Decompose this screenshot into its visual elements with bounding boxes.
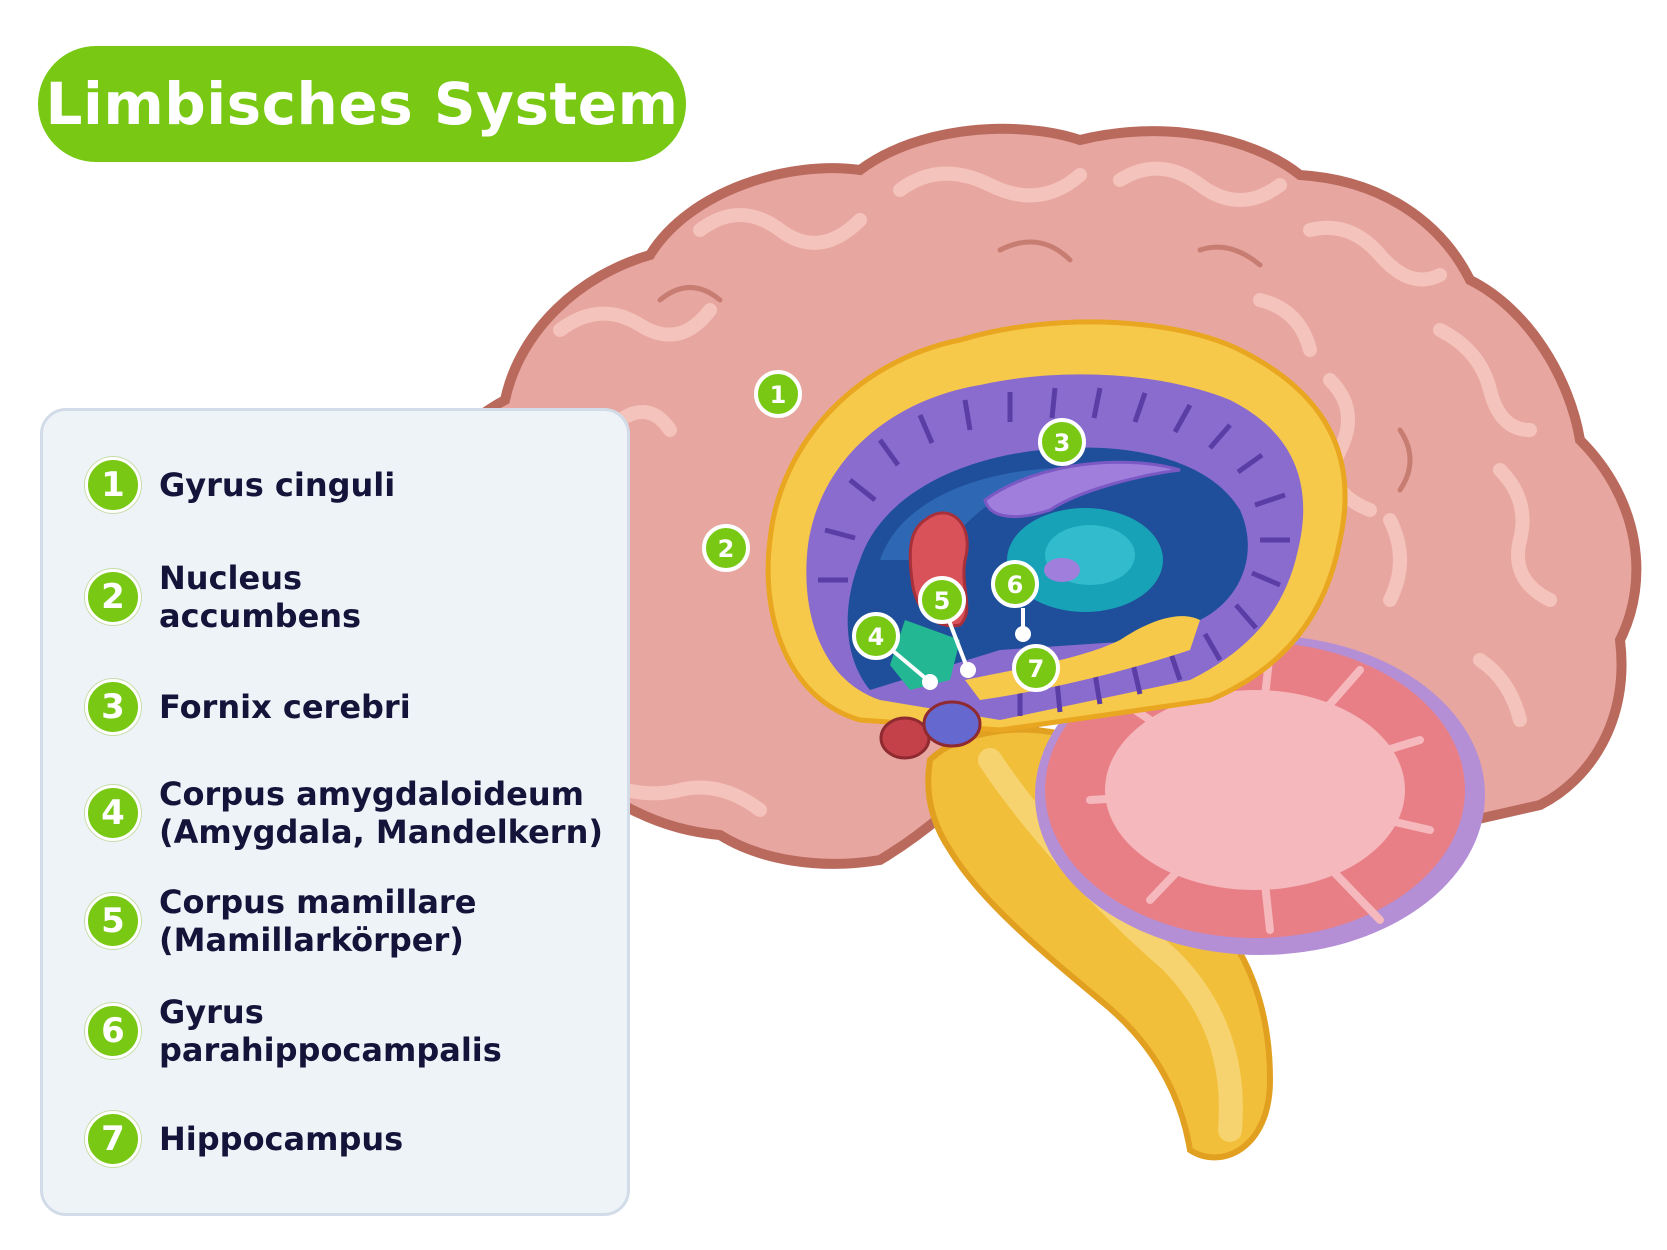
legend-item-hippocampus: 7 Hippocampus <box>85 1111 619 1167</box>
legend-label: Corpus mamillare (Mamillarkörper) <box>159 883 619 959</box>
legend-label: Fornix cerebri <box>159 688 619 726</box>
legend-label-line1: Corpus amygdaloideum <box>159 775 584 813</box>
diagram-marker-6: 6 <box>991 560 1039 608</box>
title-banner: Limbisches System <box>38 46 686 162</box>
diagram-marker-label: 3 <box>1054 429 1071 457</box>
legend-number-badge: 6 <box>85 1003 141 1059</box>
legend-label-line2: (Amygdala, Mandelkern) <box>159 813 603 851</box>
diagram-marker-4: 4 <box>852 612 900 660</box>
diagram-marker-label: 4 <box>868 623 885 651</box>
legend-panel: 1 Gyrus cinguli 2 Nucleus accumbens 3 Fo… <box>40 408 630 1216</box>
amygdala-red <box>879 716 931 760</box>
legend-label-line1: Fornix cerebri <box>159 688 411 726</box>
legend-label-line2: accumbens <box>159 597 362 635</box>
legend-label: Gyrus cinguli <box>159 466 619 504</box>
diagram-marker-label: 7 <box>1028 655 1045 683</box>
diagram-marker-1: 1 <box>754 370 802 418</box>
legend-label-line2: parahippocampalis <box>159 1031 502 1069</box>
legend-number-badge: 4 <box>85 785 141 841</box>
legend-item-gyrus-parahippocampalis: 6 Gyrus parahippocampalis <box>85 993 619 1069</box>
legend-label-line1: Gyrus <box>159 993 264 1031</box>
legend-item-nucleus-accumbens: 2 Nucleus accumbens <box>85 559 619 635</box>
diagram-marker-2: 2 <box>702 524 750 572</box>
diagram-marker-5: 5 <box>918 576 966 624</box>
diagram-marker-label: 1 <box>770 381 787 409</box>
green-region <box>890 620 960 690</box>
legend-label-line2: (Mamillarkörper) <box>159 921 464 959</box>
legend-item-fornix-cerebri: 3 Fornix cerebri <box>85 679 619 735</box>
page-title: Limbisches System <box>45 70 679 138</box>
marker-layer: 1 2 3 4 5 6 7 <box>702 370 1086 692</box>
legend-number-badge: 1 <box>85 457 141 513</box>
legend-item-corpus-amygdaloideum: 4 Corpus amygdaloideum (Amygdala, Mandel… <box>85 775 619 851</box>
legend-label-line1: Nucleus <box>159 559 303 597</box>
legend-label: Corpus amygdaloideum (Amygdala, Mandelke… <box>159 775 619 851</box>
legend-number-badge: 5 <box>85 893 141 949</box>
legend-number-badge: 2 <box>85 569 141 625</box>
diagram-marker-label: 6 <box>1007 571 1024 599</box>
diagram-marker-7: 7 <box>1012 644 1060 692</box>
cerebellum <box>1035 635 1485 955</box>
legend-item-corpus-mamillare: 5 Corpus mamillare (Mamillarkörper) <box>85 883 619 959</box>
legend-label-line1: Corpus mamillare <box>159 883 477 921</box>
legend-number-badge: 7 <box>85 1111 141 1167</box>
amygdala-blue <box>922 700 982 748</box>
legend-label-line1: Hippocampus <box>159 1120 404 1158</box>
small-nucleus <box>1044 558 1080 582</box>
diagram-marker-label: 2 <box>718 535 735 563</box>
legend-label-line1: Gyrus cinguli <box>159 466 396 504</box>
diagram-marker-3: 3 <box>1038 418 1086 466</box>
legend-label: Hippocampus <box>159 1120 619 1158</box>
legend-item-gyrus-cinguli: 1 Gyrus cinguli <box>85 457 619 513</box>
fornix <box>983 460 1181 519</box>
legend-label: Nucleus accumbens <box>159 559 619 635</box>
legend-number-badge: 3 <box>85 679 141 735</box>
diagram-marker-label: 5 <box>934 587 951 615</box>
legend-label: Gyrus parahippocampalis <box>159 993 619 1069</box>
